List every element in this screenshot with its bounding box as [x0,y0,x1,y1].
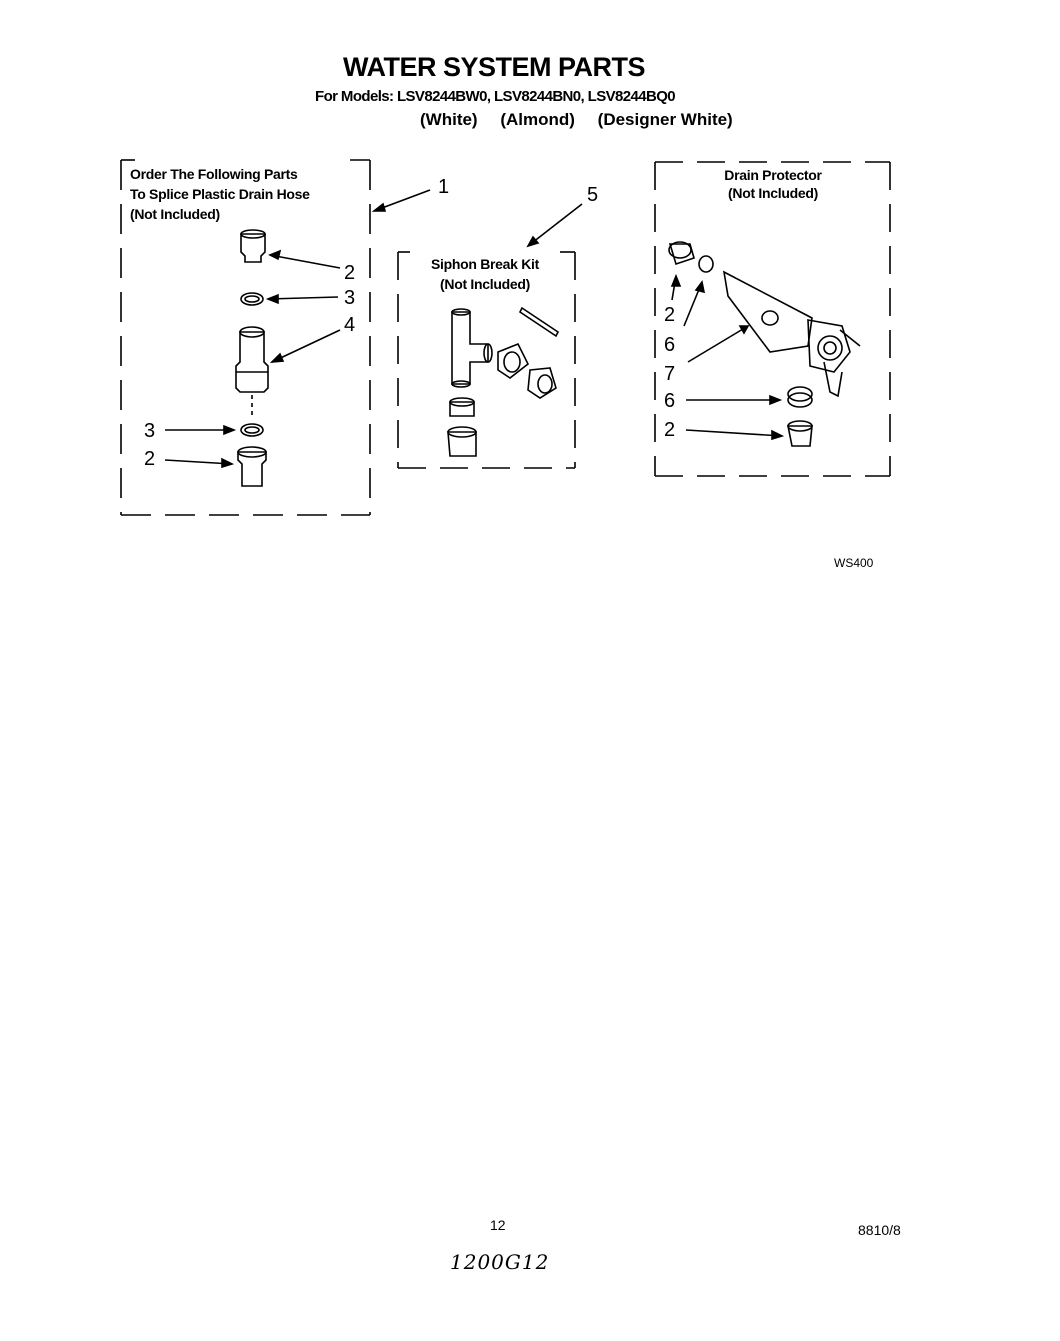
color-designer-white: (Designer White) [597,110,733,129]
splice-label-line-1: Order The Following Parts [130,166,298,182]
splice-label-line-3: (Not Included) [130,206,220,222]
figure-id: WS400 [834,556,874,570]
splice-panel-label: Order The Following Parts To Splice Plas… [130,164,310,224]
callout-drain-2-top: 2 [664,304,676,326]
callout-drain-7: 7 [664,363,676,385]
callout-2-bottom: 2 [144,448,156,470]
siphon-label-line-1: Siphon Break Kit [431,256,539,272]
color-white: (White) [420,110,478,129]
siphon-panel-frame [397,252,576,469]
callout-drain-2-bottom: 2 [664,419,676,441]
callout-3-bottom: 3 [144,420,156,442]
document-number: 8810/8 [858,1222,901,1238]
drain-panel-label: Drain Protector (Not Included) [700,166,846,202]
color-variants: (White) (Almond) (Designer White) [420,110,751,130]
page-number: 12 [490,1217,506,1233]
splice-parts [164,189,431,487]
callout-4: 4 [344,314,356,336]
callout-5: 5 [587,184,599,206]
color-almond: (Almond) [500,110,575,129]
drain-parts [668,241,861,447]
siphon-parts [447,203,583,457]
drain-panel-frame [654,161,891,477]
splice-label-line-2: To Splice Plastic Drain Hose [130,186,310,202]
siphon-label-line-2: (Not Included) [440,276,530,292]
handwritten-note: 1200G12 [450,1250,550,1274]
models-line: For Models: LSV8244BW0, LSV8244BN0, LSV8… [315,88,676,105]
callout-drain-6-bottom: 6 [664,390,676,412]
page-title: WATER SYSTEM PARTS [343,52,646,82]
callout-3-top: 3 [344,287,356,309]
callout-drain-6-top: 6 [664,334,676,356]
splice-panel-frame [120,160,371,516]
drain-label-line-1: Drain Protector [724,167,822,183]
callout-2-top: 2 [344,262,356,284]
callout-1: 1 [438,176,450,198]
siphon-panel-label: Siphon Break Kit (Not Included) [414,254,556,294]
drain-label-line-2: (Not Included) [728,185,818,201]
